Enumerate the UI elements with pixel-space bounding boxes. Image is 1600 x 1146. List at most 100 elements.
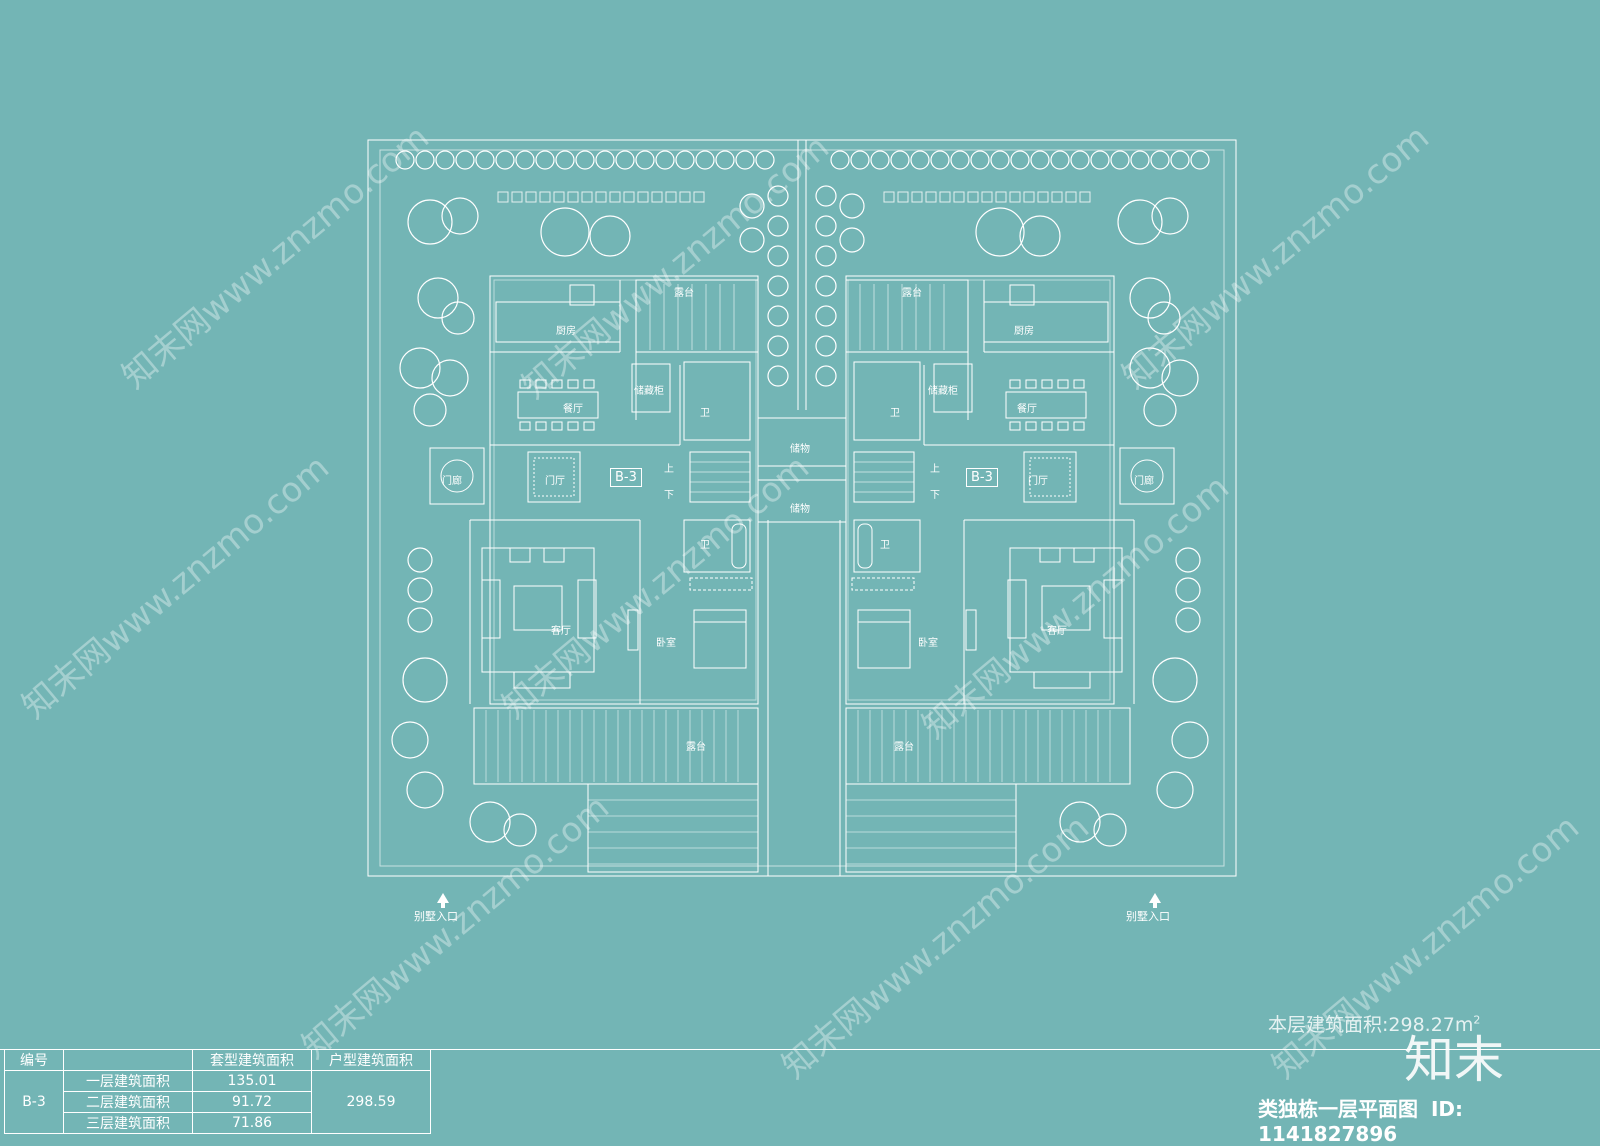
room-label-foyer-right: 门厅 [1028, 476, 1048, 487]
table-row-label: 三层建筑面积 [63, 1112, 193, 1134]
right-bottom-terrace-hatch [857, 710, 1111, 782]
right-entrance-arrow [1149, 893, 1161, 903]
entrance-label-right: 别墅入口 [1126, 910, 1170, 923]
storage-room-lower [757, 479, 847, 523]
table-header-unit-area: 户型建筑面积 [311, 1049, 431, 1071]
room-label-storage-upper: 储物 [790, 444, 810, 455]
stair-down-left: 下 [664, 490, 674, 501]
left-entrance-arrow [437, 893, 449, 903]
room-label-living-right: 客厅 [1047, 626, 1067, 637]
room-label-foyer-left: 门厅 [545, 476, 565, 487]
table-row-value: 135.01 [192, 1070, 312, 1092]
left-living-cabinet [627, 609, 639, 651]
paving-squares [497, 191, 1091, 203]
total-area-unit-sup: 2 [1473, 1013, 1481, 1027]
room-label-storage-cabinet-right: 储藏柜 [928, 386, 958, 397]
left-bottom-terrace-hatch [485, 710, 739, 782]
room-label-terrace-top-left: 露台 [674, 288, 694, 299]
right-stair [853, 451, 915, 503]
room-label-bath-left: 卫 [700, 408, 710, 419]
room-label-bedroom-right: 卧室 [918, 638, 938, 649]
right-sofa-left [1007, 579, 1027, 639]
room-label-terrace-bottom-left: 露台 [686, 742, 706, 753]
room-label-terrace-top-right: 露台 [902, 288, 922, 299]
table-header-suite-area: 套型建筑面积 [192, 1049, 312, 1071]
table-header-code: 编号 [4, 1049, 64, 1071]
left-top-terrace-hatch [649, 284, 735, 350]
right-sofa-bottom [1033, 671, 1091, 689]
left-bath-upper [683, 361, 751, 441]
table-row-label: 一层建筑面积 [63, 1070, 193, 1092]
room-label-porch-left: 门廊 [442, 476, 462, 487]
right-dining-table [1005, 391, 1087, 419]
right-unit-outline [845, 275, 1115, 705]
storage-room-upper [757, 417, 847, 467]
right-paved-patio [845, 783, 1017, 873]
table-header-blank [63, 1049, 193, 1071]
stair-down-right: 下 [930, 490, 940, 501]
table-row-label: 二层建筑面积 [63, 1091, 193, 1113]
unit-tag-left: B-3 [610, 468, 642, 487]
room-label-bedroom-left: 卧室 [656, 638, 676, 649]
right-coffee-table [1041, 585, 1091, 631]
right-sofa-right [1103, 579, 1123, 639]
left-entry-porch [429, 447, 485, 505]
title-strip-border [0, 1049, 1600, 1050]
total-floor-area: 本层建筑面积:298.27m2 [1268, 1010, 1480, 1037]
room-label-storage-lower: 储物 [790, 504, 810, 515]
right-top-terrace-hatch [859, 284, 945, 350]
right-bath-upper [853, 361, 921, 441]
right-porch-planter [1130, 459, 1164, 493]
room-label-bath-lower-right: 卫 [880, 540, 890, 551]
right-bottom-terrace [845, 707, 1131, 785]
room-label-bath-right: 卫 [890, 408, 900, 419]
room-label-storage-cabinet-left: 储藏柜 [634, 386, 664, 397]
entrance-label-left: 别墅入口 [414, 910, 458, 923]
left-sofa-left [481, 579, 501, 639]
right-kitchen-counter [983, 301, 1109, 343]
site-inner-boundary [379, 149, 1225, 867]
left-foyer-rug [527, 451, 581, 503]
right-stove [1009, 284, 1035, 306]
drawing-title-text: 类独栋一层平面图 [1258, 1097, 1418, 1121]
drawing-title: 类独栋一层平面图 ID: 1141827896 [1258, 1093, 1600, 1146]
stair-up-left: 上 [664, 464, 674, 475]
room-label-kitchen-left: 厨房 [556, 326, 576, 337]
left-paved-patio [587, 783, 759, 873]
left-bed [693, 609, 747, 669]
right-entry-porch [1119, 447, 1175, 505]
left-wardrobe [689, 577, 753, 591]
table-code-value: B-3 [4, 1070, 64, 1134]
table-row-value: 91.72 [192, 1091, 312, 1113]
right-bathtub [857, 523, 873, 569]
right-storage-cabinet-box [933, 363, 973, 413]
left-coffee-table [513, 585, 563, 631]
room-label-terrace-bottom-right: 露台 [894, 742, 914, 753]
left-bathtub [731, 523, 747, 569]
right-bed [857, 609, 911, 669]
brand-id: ID: 1141827896 [1258, 1097, 1464, 1146]
left-dining-chairs [519, 379, 595, 431]
room-label-living-left: 客厅 [551, 626, 571, 637]
table-unit-total: 298.59 [311, 1070, 431, 1134]
total-area-value: 298.27m [1388, 1014, 1474, 1036]
area-table: 编号 套型建筑面积 户型建筑面积 B-3 一层建筑面积 135.01 298.5… [4, 1049, 431, 1134]
room-label-dining-left: 餐厅 [563, 404, 583, 415]
left-sofa-right [577, 579, 597, 639]
room-label-bath-lower-left: 卫 [700, 540, 710, 551]
left-bath-lower [683, 519, 751, 573]
left-stove [569, 284, 595, 306]
left-porch-planter [440, 459, 474, 493]
right-dining-chairs [1009, 379, 1085, 431]
room-label-kitchen-right: 厨房 [1014, 326, 1034, 337]
right-foyer-rug [1023, 451, 1077, 503]
right-wardrobe [851, 577, 915, 591]
room-label-porch-right: 门廊 [1134, 476, 1154, 487]
left-sofa-bottom [513, 671, 571, 689]
trees [391, 150, 1210, 847]
total-area-label: 本层建筑面积: [1268, 1014, 1389, 1036]
left-storage-cabinet-box [631, 363, 671, 413]
left-unit [429, 275, 759, 873]
room-label-dining-right: 餐厅 [1017, 404, 1037, 415]
